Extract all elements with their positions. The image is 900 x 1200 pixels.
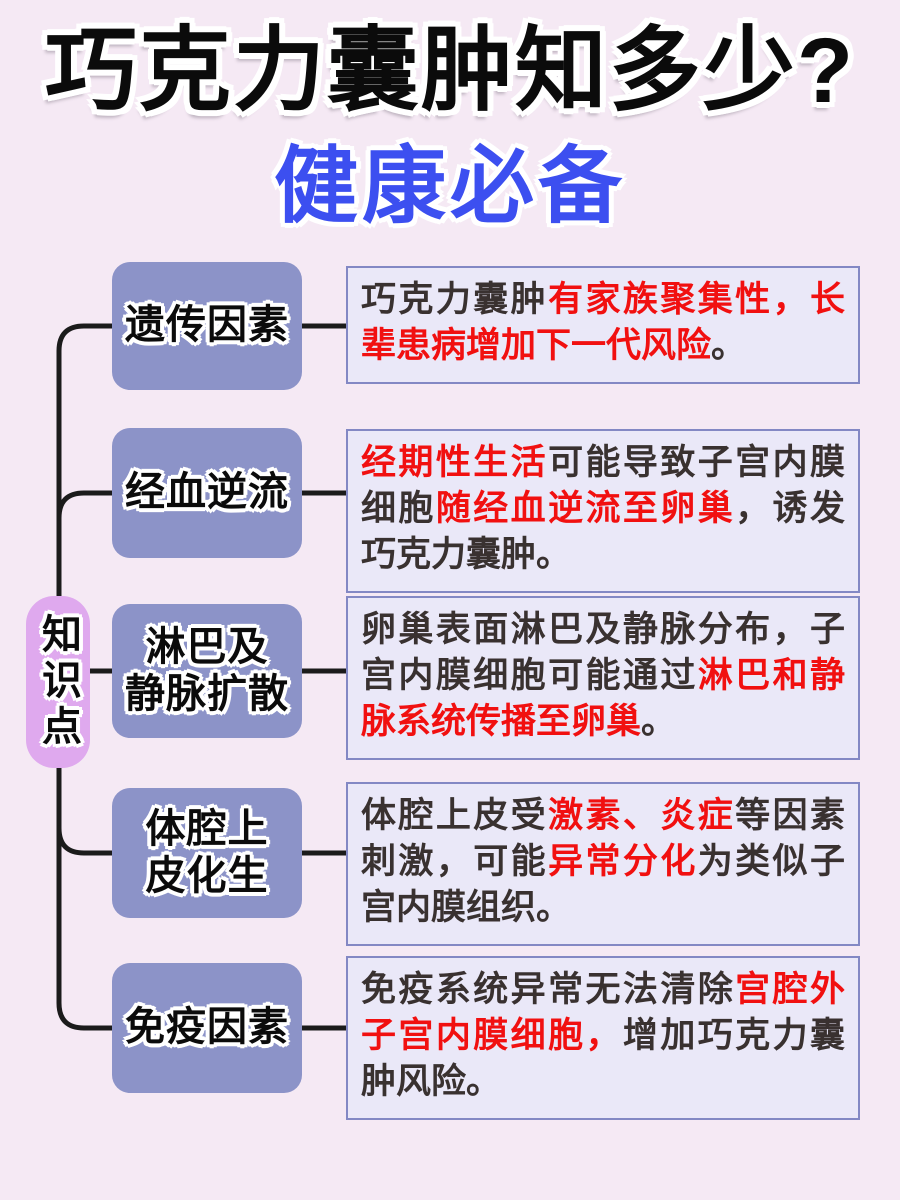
text-segment-red: 宫腔外子宫内膜细胞， <box>361 970 845 1055</box>
branch-node-label: 免疫因素 <box>125 1005 289 1050</box>
branch-node: 淋巴及 静脉扩散 <box>112 604 302 738</box>
text-segment-dark: 免疫系统异常无法清除 <box>361 970 736 1009</box>
text-segment-dark: 。 <box>641 702 677 741</box>
branch-elbow-row4 <box>56 825 115 856</box>
text-segment-red: 随经血逆流至卵巢 <box>435 489 736 528</box>
branch-description-box: 体腔上皮受激素、炎症等因素刺激，可能异常分化为类似子宫内膜组织。 <box>346 782 860 946</box>
text-segment-dark: 体腔上皮受 <box>361 796 549 835</box>
branch-node-label: 经血逆流 <box>125 470 289 515</box>
text-segment-red: 淋巴和静脉系统传播至卵巢 <box>361 656 845 741</box>
branch-elbow-row2 <box>56 490 115 521</box>
text-segment-dark: 巧克力囊肿 <box>361 280 549 319</box>
branch-description-box: 卵巢表面淋巴及静脉分布，子宫内膜细胞可能通过淋巴和静脉系统传播至卵巢。 <box>346 596 860 760</box>
text-segment-red: 经期性生活 <box>361 443 549 482</box>
text-segment-dark: 。 <box>711 326 747 365</box>
branch-node: 遗传因素 <box>112 262 302 390</box>
branch-node-label: 淋巴及 静脉扩散 <box>125 624 289 716</box>
text-segment-dark: 增加巧克力囊肿风险。 <box>361 1016 845 1101</box>
branch-node-label: 遗传因素 <box>125 303 289 348</box>
branch-description-box: 巧克力囊肿有家族聚集性，长辈患病增加下一代风险。 <box>346 266 860 384</box>
text-segment-red: 激素、炎症 <box>548 796 736 835</box>
text-segment-dark: 可能导致子宫内膜细胞 <box>361 443 845 528</box>
branch-description-box: 经期性生活可能导致子宫内膜细胞随经血逆流至卵巢，诱发巧克力囊肿。 <box>346 429 860 593</box>
branch-node-label: 体腔上 皮化生 <box>145 806 269 898</box>
text-segment-dark: ，诱发巧克力囊肿。 <box>361 489 845 574</box>
root-node-knowledge-points: 知识点 <box>26 596 90 768</box>
text-segment-dark: 等因素刺激，可能 <box>361 796 845 881</box>
branch-description-box: 免疫系统异常无法清除宫腔外子宫内膜细胞，增加巧克力囊肿风险。 <box>346 956 860 1120</box>
text-segment-red: 有家族聚集性，长辈患病增加下一代风险 <box>361 280 845 365</box>
branch-node: 经血逆流 <box>112 428 302 558</box>
text-segment-dark: 为类似子宫内膜组织。 <box>361 842 845 927</box>
text-segment-dark: 卵巢表面淋巴及静脉分布，子宫内膜细胞可能通过 <box>361 610 845 695</box>
page-title: 巧克力囊肿知多少? <box>44 20 856 122</box>
page-subtitle: 健康必备 <box>273 139 626 233</box>
branch-node: 体腔上 皮化生 <box>112 788 302 918</box>
text-segment-red: 异常分化 <box>548 842 698 881</box>
branch-node: 免疫因素 <box>112 963 302 1093</box>
